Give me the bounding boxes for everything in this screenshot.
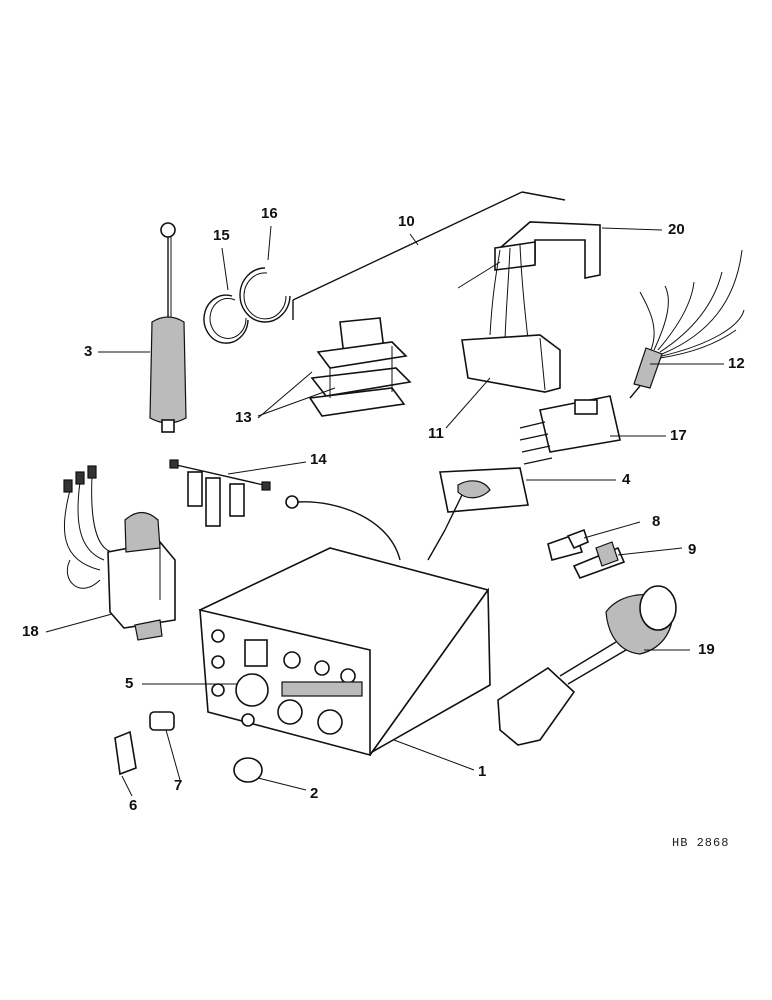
part-17-connector — [519, 395, 621, 465]
callout-3: 3 — [84, 343, 93, 360]
callout-17: 17 — [670, 427, 687, 444]
callout-18: 18 — [22, 623, 39, 640]
part-16-snap-ring — [239, 267, 291, 323]
control-cable — [285, 495, 446, 561]
callout-12: 12 — [728, 355, 745, 372]
reference-code: HB 2868 — [672, 836, 730, 850]
callout-8: 8 — [652, 513, 661, 530]
part-2-knob — [233, 757, 263, 783]
callout-19: 19 — [698, 641, 715, 658]
part-7-bulb — [149, 711, 175, 731]
callout-14: 14 — [310, 451, 327, 468]
part-19-connector-cable — [497, 585, 677, 746]
part-9-connector — [572, 541, 626, 579]
part-15-snap-ring — [203, 294, 249, 344]
part-11-module — [461, 244, 561, 393]
callout-11: 11 — [428, 425, 444, 442]
part-6-knob — [114, 730, 137, 776]
callout-15: 15 — [213, 227, 230, 244]
callout-10: 10 — [398, 213, 415, 230]
callout-20: 20 — [668, 221, 685, 238]
callout-9: 9 — [688, 541, 697, 558]
part-12-wire-harness — [629, 249, 745, 399]
part-13-relay-brackets — [308, 317, 412, 417]
part-18-relay-unit — [63, 465, 176, 641]
part-1-control-box — [198, 547, 491, 757]
callout-7: 7 — [174, 777, 183, 794]
callout-1: 1 — [478, 763, 487, 780]
part-10-group-line — [292, 191, 566, 320]
callout-5: 5 — [125, 675, 134, 692]
callout-13: 13 — [235, 409, 252, 426]
leader-lines — [45, 225, 724, 797]
part-14-bracket — [169, 459, 271, 527]
part-20-mounting-bracket — [457, 221, 601, 289]
callout-16: 16 — [261, 205, 278, 222]
callout-2: 2 — [310, 785, 319, 802]
callout-6: 6 — [129, 797, 138, 814]
callout-4: 4 — [622, 471, 631, 488]
part-4-sensor-clip — [439, 467, 529, 531]
part-3-probe — [149, 222, 187, 433]
part-8-fitting — [547, 528, 589, 561]
